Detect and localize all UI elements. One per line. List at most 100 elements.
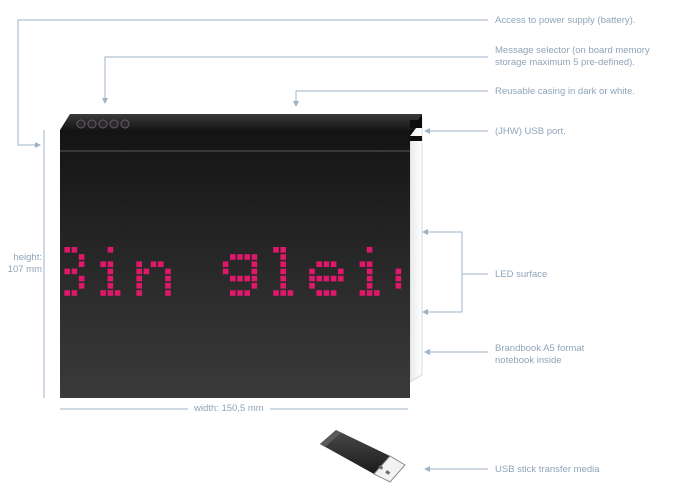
led-dot [316,261,322,267]
led-dot [107,247,114,253]
led-dot [244,254,250,260]
arrow-usb-stick [424,466,430,472]
led-dot [309,268,315,275]
led-dot [366,247,373,253]
led-dot [237,275,243,282]
device-top-lip [60,114,422,130]
usb-stick [320,430,406,483]
arrow-led-bottom [422,309,428,315]
leader-lines [17,19,488,470]
led-dot [359,290,366,296]
led-dot [251,268,258,275]
led-dot [78,283,85,289]
led-dot [64,247,70,253]
usb-connector-pin-1 [378,465,384,470]
annotation-usb-port: (JHW) USB port. [495,126,566,137]
leader-power [17,19,488,146]
led-dot [273,290,279,296]
selector-button-4 [109,119,119,129]
led-dot [323,290,330,296]
led-dot [107,283,114,289]
usb-port-slot [410,120,422,141]
led-dot [71,290,78,296]
led-dot [309,283,315,289]
led-dot [330,275,337,282]
arrow-led-top [422,229,428,235]
led-dot [107,268,114,275]
led-dot [100,290,106,296]
led-dot [280,254,286,260]
usb-stick-body [320,430,390,474]
led-dot [330,290,337,296]
annotation-power: Access to power supply (battery). [495,15,636,26]
led-dot [107,261,114,267]
led-dot [359,261,366,267]
led-dot [78,275,85,282]
led-dot [230,254,236,260]
led-dot [237,290,243,296]
led-dot [136,275,142,282]
led-dot [366,275,373,282]
led-dot [165,283,171,289]
led-dot [64,290,70,296]
body-left-edge [56,150,60,398]
annotation-notebook: Brandbook A5 format notebook inside [495,343,585,366]
led-dot [280,261,286,267]
led-dot [230,290,236,296]
led-dot [280,283,286,289]
arrow-casing [293,101,299,107]
led-char-5 [273,247,294,296]
leader-arrowheads [35,98,430,472]
led-dot [280,247,286,253]
led-dot [222,261,229,267]
led-dot [316,290,322,296]
leader-led-bracket [426,231,463,313]
led-dot [309,275,315,282]
arrow-selector [102,98,108,104]
arrow-notebook [424,349,430,355]
led-dot [107,290,114,296]
led-dot [165,290,171,296]
led-dot [395,283,402,289]
led-char-6 [309,261,344,296]
led-dot [366,268,373,275]
led-dot [287,290,294,296]
led-dot [158,261,164,267]
led-dot [251,254,258,260]
led-dot [143,268,150,275]
led-dot [366,290,373,296]
led-dot [251,261,258,267]
message-selector-buttons [76,119,130,129]
led-dot [222,268,229,275]
led-dot [107,275,114,282]
annotation-selector: Message selector (on board memory storag… [495,45,650,68]
led-dot [78,261,85,267]
led-dot [114,290,121,296]
selector-button-2 [87,119,97,129]
led-char-4 [222,254,258,296]
led-device [56,114,423,398]
arrow-usb-port [424,128,430,134]
annotation-led: LED surface [495,269,548,280]
led-dot [230,275,236,282]
led-dot [244,275,250,282]
led-char-1 [100,247,121,296]
selector-button-3 [98,119,108,129]
led-char-7 [359,247,380,296]
led-dot [244,290,250,296]
led-dot [330,261,337,267]
led-dot [251,275,258,282]
led-dot [71,268,78,275]
led-dot [136,290,142,296]
led-matrix-text [64,247,402,296]
led-dot [280,275,286,282]
led-char-2 [136,261,171,296]
annotation-usb-stick: USB stick transfer media [495,464,600,475]
width-label: width: 150,5 mm [188,403,270,415]
led-dot [323,261,330,267]
led-dot [366,283,373,289]
leader-casing [295,90,488,103]
led-char-0 [64,247,85,296]
led-dot [100,261,106,267]
